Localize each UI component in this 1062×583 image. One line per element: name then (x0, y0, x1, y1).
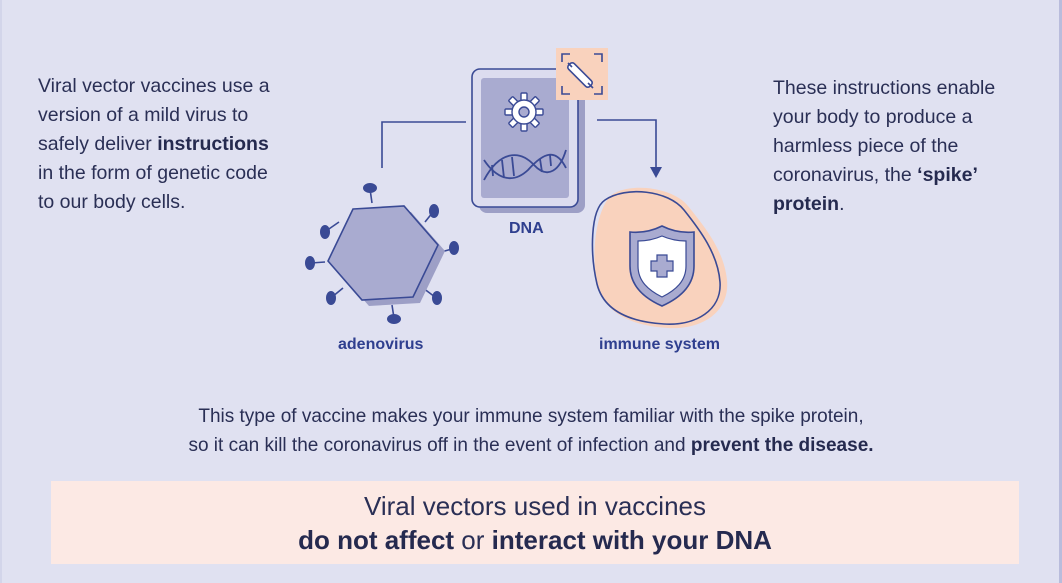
connector-adenovirus-dna (381, 121, 466, 168)
right-description-lead: These instructions enable your body to p… (773, 77, 996, 186)
adenovirus-label: adenovirus (338, 336, 424, 353)
left-description-tail: in the form of genetic code to our body … (38, 162, 268, 213)
summary-line-2-bold: prevent the disease. (690, 435, 874, 456)
gear-icon (504, 92, 544, 132)
left-description-bold: instructions (157, 133, 269, 155)
immune-system-label: immune system (599, 336, 720, 353)
right-description-tail: . (839, 193, 845, 215)
left-description-lead: Viral vector vaccines use a version of a… (38, 75, 270, 155)
dna-safety-banner: Viral vectors used in vaccines do not af… (51, 481, 1019, 564)
arrow-head-icon (650, 167, 662, 178)
left-description: Viral vector vaccines use a version of a… (38, 72, 288, 217)
summary-line-1: This type of vaccine makes your immune s… (198, 406, 864, 427)
syringe-icon (556, 48, 608, 100)
left-edge (0, 0, 2, 583)
right-description-bold: ‘spike’ protein (773, 164, 977, 215)
dna-helix-icon (483, 149, 567, 181)
summary-text: This type of vaccine makes your immune s… (0, 402, 1062, 460)
right-edge (1059, 0, 1062, 583)
banner-bold-2: interact with your DNA (491, 525, 772, 555)
summary-line-2-lead: so it can kill the coronavirus off in th… (188, 435, 691, 456)
shield-cross-icon (591, 187, 728, 329)
banner-mid: or (454, 525, 492, 555)
dna-label: DNA (509, 220, 544, 237)
banner-bold-1: do not affect (298, 525, 455, 555)
connector-dna-immune (597, 119, 657, 168)
banner-line-1: Viral vectors used in vaccines (363, 491, 706, 521)
banner-line-2: do not affect or interact with your DNA (51, 522, 1019, 558)
right-description: These instructions enable your body to p… (773, 74, 1033, 219)
adenovirus-icon (305, 183, 459, 324)
summary-line-2: so it can kill the coronavirus off in th… (0, 431, 1062, 460)
